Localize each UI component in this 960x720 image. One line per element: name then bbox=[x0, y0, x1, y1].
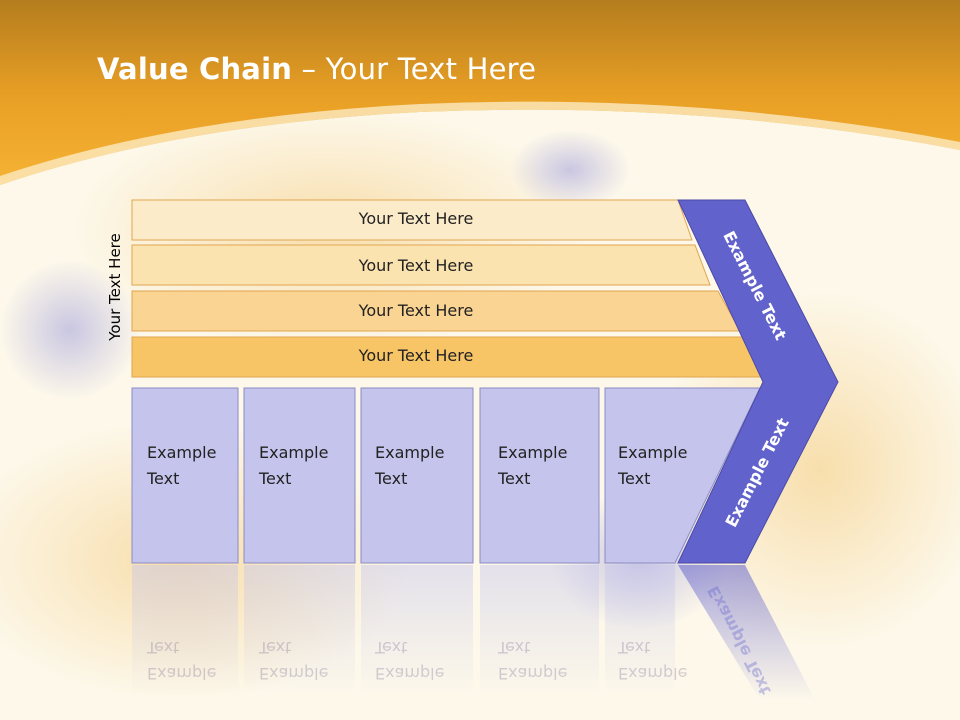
bar-1-label: Your Text Here bbox=[358, 209, 474, 228]
box-4-label-reflection: Example Text bbox=[498, 638, 568, 683]
box-3-reflection bbox=[361, 565, 473, 695]
bar-2 bbox=[131, 244, 711, 286]
chevron-reflection bbox=[678, 565, 815, 700]
box-1-reflection bbox=[132, 565, 238, 695]
box-4-label: Example Text bbox=[498, 443, 568, 488]
box-1-label: Example Text bbox=[147, 443, 217, 488]
slide-title: Value Chain – Your Text Here bbox=[97, 52, 536, 86]
chevron-arrow bbox=[677, 199, 839, 564]
bar-3-label: Your Text Here bbox=[358, 301, 474, 320]
box-5-label-reflection: Example Text bbox=[618, 638, 688, 683]
bar-2-label: Your Text Here bbox=[358, 256, 474, 275]
box-2-reflection bbox=[244, 565, 355, 695]
box-2-label: Example Text bbox=[259, 443, 329, 488]
bar-1 bbox=[131, 199, 693, 241]
box-3-label-reflection: Example Text bbox=[375, 638, 445, 683]
box-5 bbox=[604, 387, 761, 564]
box-2-label-reflection: Example Text bbox=[259, 638, 329, 683]
bar-4-label: Your Text Here bbox=[358, 346, 474, 365]
box-4 bbox=[479, 387, 600, 564]
box-1 bbox=[131, 387, 239, 564]
box-3-label: Example Text bbox=[375, 443, 445, 488]
box-5-reflection bbox=[605, 565, 675, 695]
box-5-label: Example Text bbox=[618, 443, 688, 488]
box-3 bbox=[360, 387, 474, 564]
title-rest: – Your Text Here bbox=[292, 52, 537, 86]
box-4-reflection bbox=[480, 565, 599, 695]
box-1-label-reflection: Example Text bbox=[147, 638, 217, 683]
box-2 bbox=[243, 387, 356, 564]
title-bold: Value Chain bbox=[97, 52, 293, 86]
